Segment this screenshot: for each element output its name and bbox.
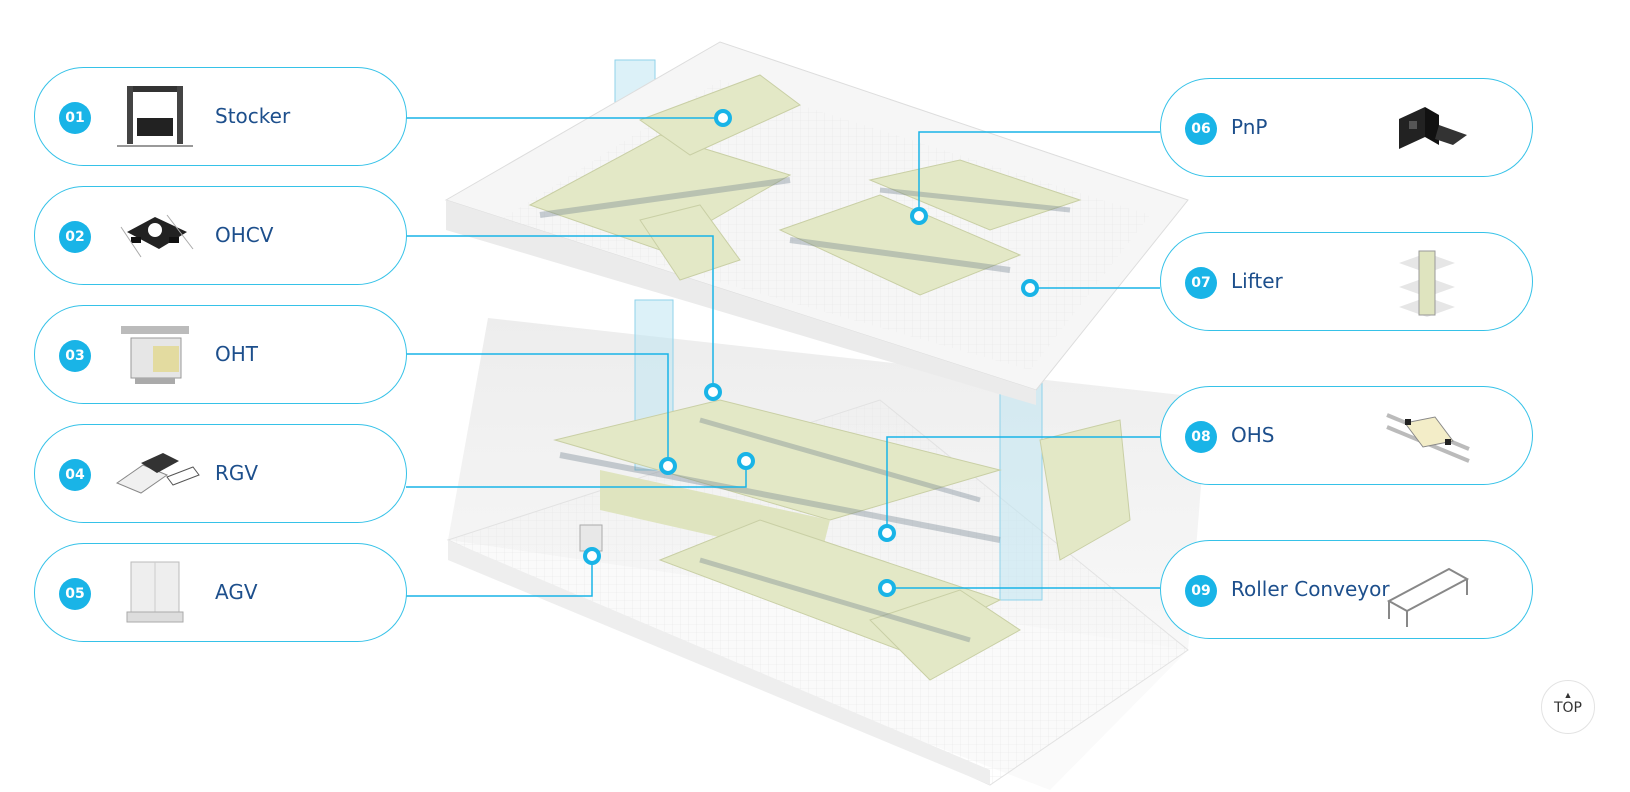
marker-oht [659,457,677,475]
card-ohs[interactable]: 08 OHS [1160,386,1533,485]
card-label: OHT [215,342,258,366]
rgv-icon [115,453,200,494]
badge-number: 04 [59,459,91,491]
lower-floor-equipment [553,399,1131,681]
caret-up-icon: ▲ [1563,690,1573,700]
agv-icon [126,561,184,623]
card-lifter[interactable]: 07 Lifter [1160,232,1533,331]
card-label: Roller Conveyor [1231,577,1390,601]
card-label: OHS [1231,423,1275,447]
badge-number: 02 [59,221,91,253]
marker-lifter [1021,279,1039,297]
oht-icon [121,326,189,384]
pnp-icon [1399,107,1467,149]
badge-number: 07 [1185,267,1217,299]
ohs-icon [1386,413,1470,463]
card-pnp[interactable]: 06 PnP [1160,78,1533,177]
stocker-icon [117,86,193,147]
badge-number: 03 [59,340,91,372]
card-label: AGV [215,580,258,604]
roller-conveyor-icon [1386,567,1470,627]
ohcv-icon [120,214,194,258]
card-oht[interactable]: 03 OHT [34,305,407,404]
card-roller-conveyor[interactable]: 09 Roller Conveyor [1160,540,1533,639]
callout-markers [583,109,1039,597]
marker-stocker [714,109,732,127]
card-label: Stocker [215,104,291,128]
marker-agv [583,547,601,565]
marker-ohs [878,524,896,542]
card-label: OHCV [215,223,274,247]
card-label: PnP [1231,115,1268,139]
marker-rgv [737,452,755,470]
marker-pnp [910,207,928,225]
card-ohcv[interactable]: 02 OHCV [34,186,407,285]
card-agv[interactable]: 05 AGV [34,543,407,642]
scroll-to-top-button[interactable]: ▲ TOP [1541,680,1595,734]
marker-roller-conveyor [878,579,896,597]
badge-number: 01 [59,102,91,134]
lifter-icon [1399,250,1455,317]
badge-number: 08 [1185,421,1217,453]
card-label: Lifter [1231,269,1283,293]
marker-ohcv [704,383,722,401]
top-button-label: TOP [1553,700,1582,716]
card-stocker[interactable]: 01 Stocker [34,67,407,166]
badge-number: 06 [1185,113,1217,145]
card-label: RGV [215,461,259,485]
badge-number: 09 [1185,575,1217,607]
card-rgv[interactable]: 04 RGV [34,424,407,523]
badge-number: 05 [59,578,91,610]
